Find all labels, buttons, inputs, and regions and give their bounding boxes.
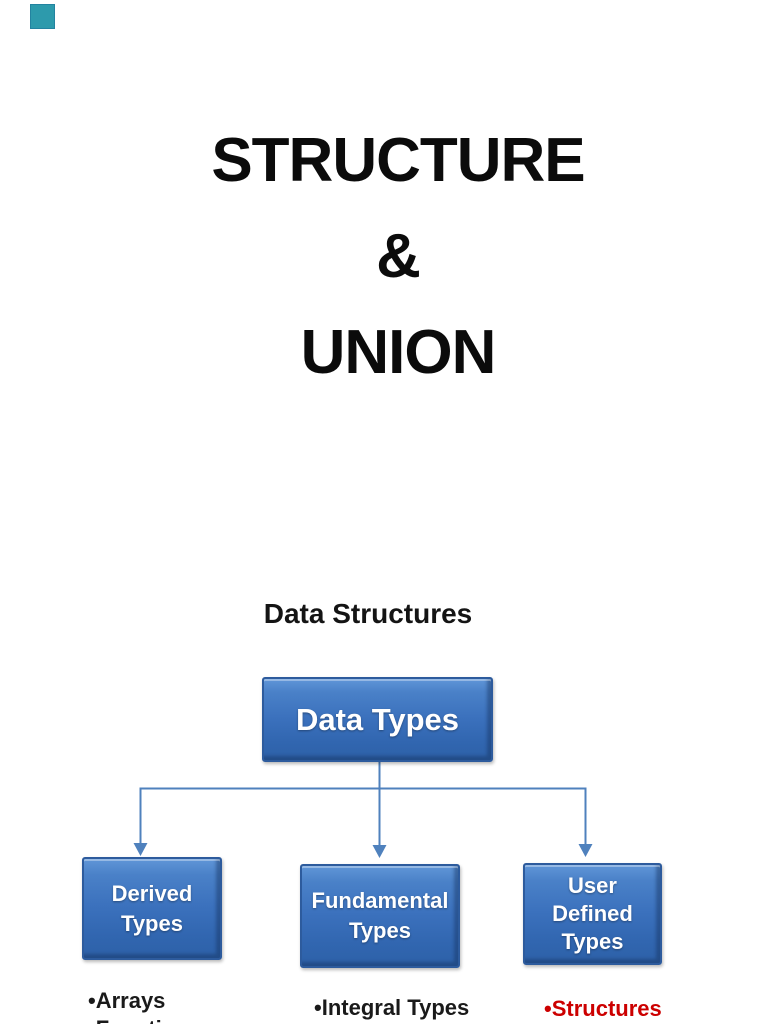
data-types-label: Data Types <box>295 701 460 737</box>
note-arrays: •Arrays <box>88 988 166 1013</box>
title-line-1: STRUCTURE <box>211 126 585 195</box>
note-integral-types: •Integral Types <box>314 995 470 1020</box>
note-structures: •Structures <box>544 996 662 1021</box>
arrowhead-right <box>578 844 593 857</box>
user-defined-types-label-line-3: Types <box>561 929 624 954</box>
arrowhead-center <box>372 845 387 858</box>
corner-accent-square <box>30 4 55 29</box>
diagram-heading: Data Structures <box>263 598 473 629</box>
fundamental-types-label-line-2: Types <box>349 918 411 943</box>
derived-types-box: Derived Types <box>82 857 222 960</box>
arrowhead-left <box>133 843 148 856</box>
user-defined-types-label-line-1: User <box>568 873 617 898</box>
derived-types-label-line-2: Types <box>121 910 183 936</box>
user-defined-types-label-line-2: Defined <box>552 901 633 926</box>
fundamental-types-label-line-1: Fundamental <box>311 888 449 913</box>
data-types-box: Data Types <box>262 677 493 762</box>
slide-title: STRUCTURE & UNION <box>0 113 768 401</box>
note-functions: •Functions <box>88 1016 201 1024</box>
title-line-2: & <box>376 222 421 291</box>
derived-types-label-line-1: Derived <box>111 880 193 906</box>
fundamental-types-box: Fundamental Types <box>300 864 460 968</box>
title-line-3: UNION <box>300 318 497 387</box>
user-defined-types-box: User Defined Types <box>523 863 662 965</box>
connector-bracket <box>139 787 587 846</box>
